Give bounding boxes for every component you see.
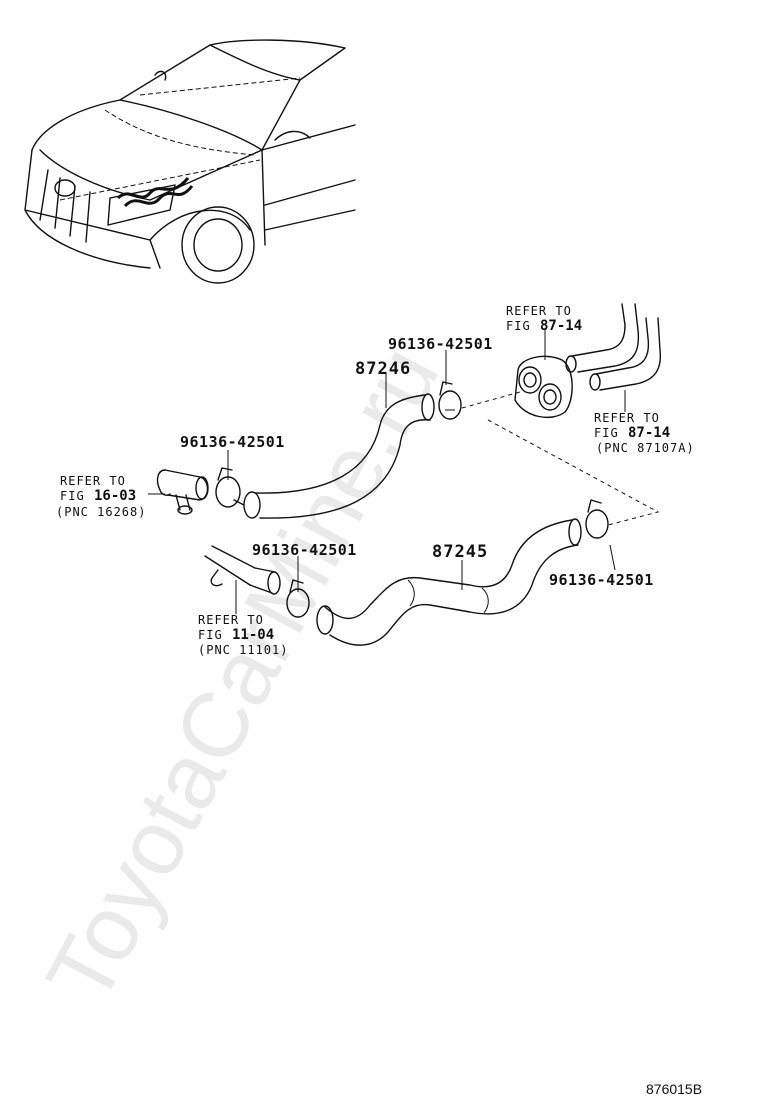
hose-87245 [316,518,582,646]
ref-left: REFER TO FIG 16-03 (PNC 16268) [56,474,146,519]
ref-bottom-fig: FIG [198,628,223,642]
label-87246: 87246 [355,359,411,379]
ref-top-right-fig: FIG [506,319,531,333]
clamp-right [585,499,609,539]
label-clamp-left: 96136-42501 [180,433,285,451]
clamp-left [215,467,245,508]
ref-right-line1: REFER TO [594,411,660,425]
ref-bottom-num: 11-04 [232,627,274,643]
leader-lines [148,330,626,614]
ref-right: REFER TO FIG 87-14 (PNC 87107A) [594,411,695,455]
ref-right-num: 87-14 [628,425,670,441]
ref-left-pnc: (PNC 16268) [56,505,146,519]
ref-top-right-num: 87-14 [540,318,582,334]
ref-right-fig: FIG [594,426,619,440]
ref-bottom-line1: REFER TO [198,613,264,627]
heater-pipes [565,303,662,391]
diagram-code: 876015B [646,1081,702,1097]
ref-left-fig: FIG [60,489,85,503]
ref-left-line1: REFER TO [60,474,126,488]
ref-bottom-pnc: (PNC 11101) [198,643,288,657]
car-illustration [24,39,356,284]
ref-right-pnc: (PNC 87107A) [596,441,695,455]
ref-bottom: REFER TO FIG 11-04 (PNC 11101) [198,613,288,657]
ref-left-num: 16-03 [94,488,136,504]
ref-top-right: REFER TO FIG 87-14 [506,304,582,334]
label-87245: 87245 [432,542,488,562]
label-clamp-top: 96136-42501 [388,335,493,353]
engine-pipe [204,545,281,595]
grommet-plate [514,355,573,419]
label-clamp-bottom-left: 96136-42501 [252,541,357,559]
water-outlet-fitting [156,469,209,515]
ref-top-right-line1: REFER TO [506,304,572,318]
clamp-top [438,381,462,420]
label-clamp-right: 96136-42501 [549,571,654,589]
